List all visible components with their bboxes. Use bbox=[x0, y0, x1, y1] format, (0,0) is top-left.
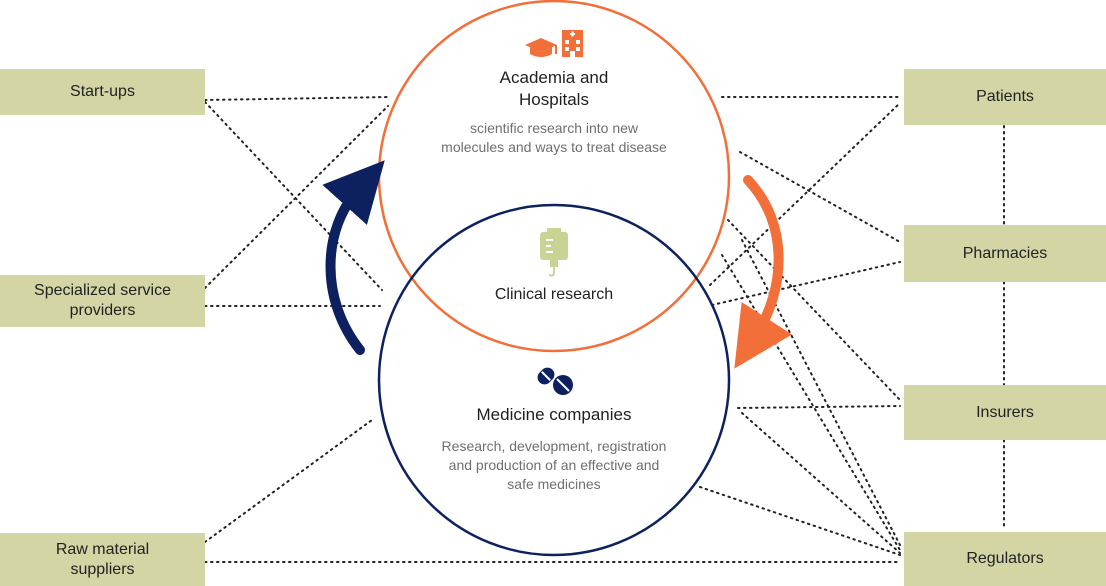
medicine-companies-description: Research, development, registration and … bbox=[409, 437, 699, 494]
pills-icon bbox=[537, 367, 573, 395]
connector-line bbox=[711, 261, 901, 306]
connector-line bbox=[727, 219, 901, 401]
medicine-companies-title: Medicine companies bbox=[476, 405, 632, 424]
connector-line bbox=[737, 405, 901, 409]
stakeholder-specialized-service-providers: Specialized service providers bbox=[0, 275, 205, 327]
medicine-companies-circle bbox=[377, 203, 731, 557]
connector-line bbox=[204, 419, 373, 543]
stakeholder-pharmacies: Pharmacies bbox=[904, 225, 1106, 282]
iv-bag-icon bbox=[540, 228, 568, 277]
academia-title-line: Academia and bbox=[499, 68, 609, 87]
medicine-description-line: and production of an effective and bbox=[448, 457, 660, 473]
stakeholder-label: Regulators bbox=[966, 550, 1044, 567]
stakeholder-label: Start-ups bbox=[70, 83, 135, 100]
medicine-description-line: Research, development, registration bbox=[441, 438, 667, 454]
academia-title: Academia and Hospitals bbox=[454, 67, 654, 111]
stakeholder-raw-material-suppliers: Raw material suppliers bbox=[0, 533, 205, 586]
academia-title-line: Hospitals bbox=[519, 90, 589, 109]
connector-line bbox=[699, 486, 901, 556]
connector-line bbox=[741, 239, 901, 546]
stakeholder-label: Raw material suppliers bbox=[55, 540, 150, 578]
stakeholder-insurers: Insurers bbox=[904, 385, 1106, 440]
stakeholder-label: Specialized service providers bbox=[34, 282, 171, 319]
stakeholder-label: Patients bbox=[976, 88, 1034, 105]
hospital-icon bbox=[562, 30, 583, 57]
stakeholder-patients: Patients bbox=[904, 69, 1106, 125]
connector-line bbox=[741, 412, 901, 554]
connector-line bbox=[739, 151, 901, 243]
connector-line bbox=[204, 96, 391, 101]
connector-line bbox=[709, 102, 901, 286]
stakeholder-label: Insurers bbox=[976, 403, 1034, 421]
connector-line bbox=[721, 254, 901, 551]
connector-line bbox=[204, 101, 383, 291]
graduation-cap-icon bbox=[525, 38, 557, 57]
navy-cycle-arrow bbox=[322, 160, 385, 355]
stakeholder-start-ups: Start-ups bbox=[0, 69, 205, 115]
academia-description: scientific research into new molecules a… bbox=[414, 119, 694, 157]
connector-lines bbox=[204, 96, 1005, 563]
academia-description-line: molecules and ways to treat disease bbox=[441, 139, 667, 155]
connector-line bbox=[204, 105, 389, 289]
medicine-description-line: safe medicines bbox=[507, 476, 601, 492]
stakeholder-label: Pharmacies bbox=[962, 244, 1048, 262]
orange-cycle-arrow bbox=[734, 175, 793, 369]
clinical-research-label: Clinical research bbox=[494, 286, 614, 303]
academia-description-line: scientific research into new bbox=[469, 120, 639, 136]
stakeholder-regulators: Regulators bbox=[904, 532, 1106, 586]
